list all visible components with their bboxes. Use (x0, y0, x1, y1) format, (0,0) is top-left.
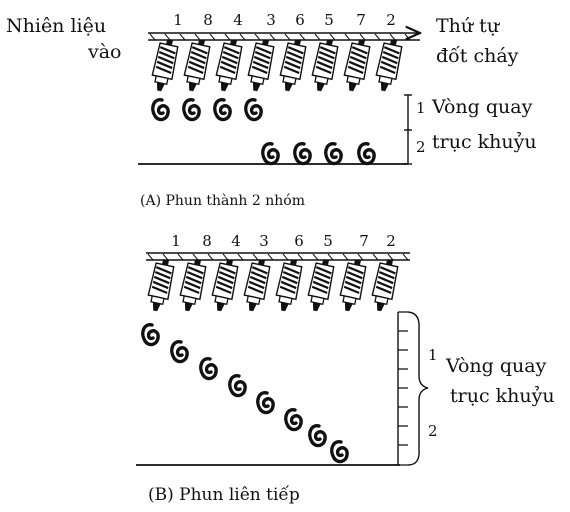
injector-icon (244, 36, 277, 95)
injector-icon (336, 256, 369, 315)
crank-rotation-label-line2: trục khuỷu (432, 131, 537, 153)
fuel-rail-a (148, 33, 420, 41)
injector-icon (368, 256, 401, 315)
revolution-1-label: 1 (428, 346, 438, 364)
fuel-spray-icon (330, 440, 349, 464)
cylinder-number-7: 7 (356, 11, 366, 29)
injector-icon (308, 36, 341, 95)
crank-rotation-label: Vòng quay (431, 96, 533, 118)
revolution-bracket-a (404, 94, 412, 165)
injector-icon (304, 256, 337, 315)
fuel-spray-icon (284, 408, 303, 432)
fuel-in-label: Nhiên liệu (6, 15, 106, 37)
revolution-2-label: 2 (416, 138, 426, 156)
fuel-spray-icon (199, 357, 218, 381)
spray-group-1 (151, 98, 263, 122)
injector-row-a (148, 36, 405, 95)
spray-group-2 (261, 142, 376, 166)
crank-rotation-label-line2: trục khuỷu (450, 385, 555, 407)
revolution-bracket-b (397, 311, 429, 466)
cylinder-number-1: 1 (173, 11, 183, 29)
fuel-spray-icon (256, 391, 275, 415)
firing-order-label: Thứ tự (436, 15, 501, 37)
fuel-spray-icon (293, 142, 312, 166)
fuel-spray-icon (261, 142, 280, 166)
fuel-spray-icon (213, 98, 232, 122)
injector-icon (180, 36, 213, 95)
fuel-spray-icon (170, 340, 189, 364)
revolution-2-label: 2 (428, 422, 438, 440)
diagram-b: 1 8 4 3 6 5 7 2 (136, 232, 555, 505)
fuel-spray-icon (308, 424, 327, 448)
cylinder-number-4: 4 (233, 11, 243, 29)
injector-row-b (144, 256, 401, 315)
caption-b: (B) Phun liên tiếp (148, 485, 300, 505)
injector-icon (272, 256, 305, 315)
firing-order-label-line2: đốt cháy (436, 45, 519, 67)
cylinder-number-6: 6 (294, 232, 304, 250)
fuel-rail-b (146, 252, 410, 261)
caption-a: (A) Phun thành 2 nhóm (140, 192, 305, 209)
cylinder-number-3: 3 (266, 11, 276, 29)
spray-sequence (141, 323, 349, 464)
crank-rotation-label: Vòng quay (445, 355, 547, 377)
fuel-spray-icon (244, 98, 263, 122)
fuel-spray-icon (324, 142, 343, 166)
cylinder-number-7: 7 (359, 232, 369, 250)
cylinder-number-8: 8 (203, 11, 213, 29)
cylinder-number-3: 3 (259, 232, 269, 250)
injector-icon (148, 36, 181, 95)
fuel-spray-icon (357, 142, 376, 166)
cylinder-number-8: 8 (202, 232, 212, 250)
injector-icon (240, 256, 273, 315)
injector-icon (208, 256, 241, 315)
injector-icon (276, 36, 309, 95)
cylinder-number-6: 6 (295, 11, 305, 29)
cylinder-number-4: 4 (231, 232, 241, 250)
fuel-in-label-line2: vào (87, 41, 122, 63)
fuel-spray-icon (182, 98, 201, 122)
cylinder-number-2: 2 (386, 232, 396, 250)
injector-icon (372, 36, 405, 95)
cylinder-number-2: 2 (386, 11, 396, 29)
fuel-spray-icon (228, 374, 247, 398)
cylinder-number-5: 5 (323, 232, 333, 250)
injector-icon (340, 36, 373, 95)
injector-icon (212, 36, 245, 95)
fuel-spray-icon (141, 323, 160, 347)
diagram-a: Nhiên liệu vào Thứ tự đốt cháy 1 8 4 3 6… (6, 11, 537, 209)
revolution-1-label: 1 (416, 99, 426, 117)
fuel-spray-icon (151, 98, 170, 122)
cylinder-number-5: 5 (324, 11, 334, 29)
injector-icon (176, 256, 209, 315)
cylinder-number-1: 1 (171, 232, 181, 250)
injector-icon (144, 256, 177, 315)
